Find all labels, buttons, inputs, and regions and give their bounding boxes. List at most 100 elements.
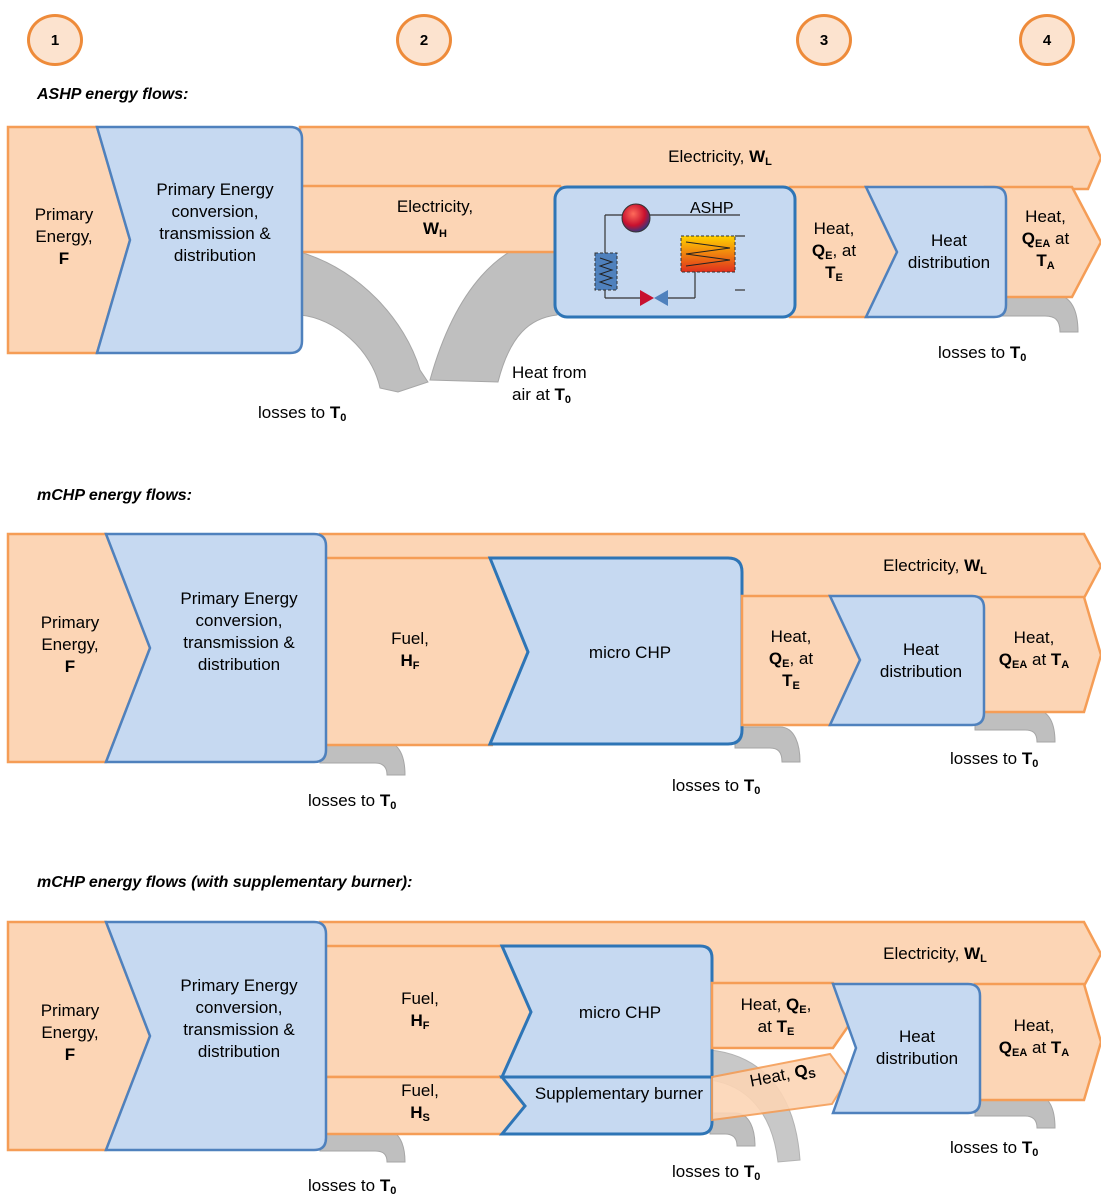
heat-subscript: EA xyxy=(1035,238,1051,250)
fuel-symbol: H xyxy=(400,651,413,670)
temp-symbol: T xyxy=(1050,1038,1062,1057)
ashp-heat-from-air-flow xyxy=(429,236,558,383)
temp-subscript: A xyxy=(1046,260,1055,272)
mchp-sb-electricity-l-label: Electricity, WL xyxy=(800,943,1070,965)
fuel-symbol: H xyxy=(410,1103,423,1122)
mchp-conversion-losses-label: losses to T0 xyxy=(308,790,396,812)
heat-suffix: , xyxy=(806,995,812,1014)
mchp-sb-device-losses-label: losses to T0 xyxy=(672,1161,760,1183)
losses-text: losses to xyxy=(258,403,326,422)
heat-text: Heat, xyxy=(1013,1016,1055,1035)
fuel-text: Fuel, xyxy=(391,629,429,648)
temp-subscript: A xyxy=(1061,1047,1070,1059)
losses-text: losses to xyxy=(950,1138,1018,1157)
heat-text: Heat, xyxy=(770,627,812,646)
ashp-distribution-box xyxy=(864,185,1008,319)
ashp-conversion-losses-label: losses to T0 xyxy=(258,402,346,424)
mchp-sb-burner-label: Supplementary burner xyxy=(534,1084,704,1103)
electricity-subscript: L xyxy=(980,953,987,965)
ashp-electricity-l-label: Electricity, WL xyxy=(560,146,880,168)
mchp-distribution-loss-flow xyxy=(974,709,1056,743)
mchp-conversion-label: Primary Energy conversion, transmission … xyxy=(180,589,298,674)
primary-energy-text: Primary Energy, xyxy=(40,613,100,654)
electricity-symbol: W xyxy=(749,147,766,166)
air-subscript: 0 xyxy=(564,394,572,406)
mchp-sb-heat-distribution-label: Heat distribution xyxy=(875,1027,959,1068)
ashp-device-label: ASHP xyxy=(690,200,734,217)
electricity-subscript: L xyxy=(980,565,987,577)
electricity-subscript: L xyxy=(765,156,772,168)
fuel-text: Fuel, xyxy=(401,1081,439,1100)
fuel-subscript: F xyxy=(422,1020,430,1032)
losses-subscript: 0 xyxy=(1032,1147,1039,1159)
stage-circle-4: 4 xyxy=(1019,14,1075,66)
ashp-electricity-h-label: Electricity, WH xyxy=(360,196,510,240)
temp-symbol: T xyxy=(782,671,793,690)
ashp-heat-distribution-label: Heat distribution xyxy=(907,231,991,272)
losses-text: losses to xyxy=(938,343,1006,362)
electricity-subscript: H xyxy=(439,228,447,240)
mchp-device-losses-label: losses to T0 xyxy=(672,775,760,797)
ashp-schematic xyxy=(594,203,745,306)
heat-suffix: at xyxy=(1027,1038,1047,1057)
losses-subscript: 0 xyxy=(754,1171,761,1183)
heat-text: Heat, xyxy=(813,219,855,238)
stage-number: 2 xyxy=(419,31,429,49)
fuel-symbol: H xyxy=(410,1011,423,1030)
mchp-device-loss-flow xyxy=(734,726,801,763)
fuel-subscript: S xyxy=(422,1112,430,1124)
temp-subscript: E xyxy=(835,272,843,284)
ashp-loss-flow xyxy=(299,251,429,393)
heat-symbol: Q xyxy=(1021,229,1036,248)
mchp-heat-ea-label: Heat, QEA at TA xyxy=(984,627,1084,671)
mchp-sb-device-label: micro CHP xyxy=(578,1003,662,1022)
temp-subscript: E xyxy=(786,1026,795,1038)
heat-suffix: , at xyxy=(832,241,857,260)
ashp-section-title: ASHP energy flows: xyxy=(37,86,189,103)
fuel-text: Fuel, xyxy=(401,989,439,1008)
mchp-distribution-losses-label: losses to T0 xyxy=(950,748,1038,770)
heat-subscript: EA xyxy=(1011,1047,1028,1059)
mchp-sb-conversion-label: Primary Energy conversion, transmission … xyxy=(180,976,298,1061)
heat-symbol: Q xyxy=(768,649,783,668)
losses-symbol: T xyxy=(1021,749,1033,768)
electricity-text: Electricity, xyxy=(668,147,745,166)
ashp-primary-energy-label: Primary Energy, F xyxy=(12,204,116,270)
losses-subscript: 0 xyxy=(1020,352,1027,364)
losses-symbol: T xyxy=(743,776,755,795)
mchp-sb-heat-e-arrow xyxy=(710,981,858,1050)
losses-subscript: 0 xyxy=(390,800,397,812)
electricity-symbol: W xyxy=(964,556,981,575)
air-symbol: T xyxy=(554,385,565,404)
ashp-heat-e-label: Heat, QE, at TE xyxy=(795,218,873,284)
heat-text: Heat, xyxy=(1025,207,1066,226)
heat-at-text: at xyxy=(757,1017,772,1036)
losses-subscript: 0 xyxy=(1032,758,1039,770)
fuel-subscript: F xyxy=(412,660,420,672)
mchp-device-box xyxy=(487,556,744,746)
temp-subscript: E xyxy=(792,680,800,692)
heat-symbol: Q xyxy=(998,650,1012,669)
electricity-text: Electricity, xyxy=(883,944,960,963)
losses-symbol: T xyxy=(329,403,341,422)
mchp-sb-heat-ea-label: Heat, QEA at TA xyxy=(984,1015,1084,1059)
electricity-text: Electricity, xyxy=(396,197,474,216)
primary-energy-symbol: F xyxy=(58,249,70,268)
mchp-conversion-box xyxy=(104,532,328,764)
temp-symbol: T xyxy=(1036,251,1047,270)
temp-symbol: T xyxy=(825,263,836,282)
mchp-sb-distribution-box xyxy=(831,982,982,1115)
losses-symbol: T xyxy=(379,791,391,810)
ashp-heat-ea-label: Heat, QEA at TA xyxy=(1008,206,1083,272)
stage-circle-1: 1 xyxy=(27,14,83,66)
primary-energy-text: Primary Energy, xyxy=(34,205,94,246)
heat-subscript: E xyxy=(825,250,833,262)
heat-symbol: Q xyxy=(998,1038,1012,1057)
mchp-sb-flow-shapes xyxy=(6,920,1101,1163)
heat-text: Heat, xyxy=(1013,628,1055,647)
heat-suffix: at xyxy=(1050,229,1070,248)
losses-symbol: T xyxy=(1009,343,1021,362)
mchp-sb-heat-e-label: Heat, QE, at TE xyxy=(712,994,840,1038)
mchp-primary-energy-label: Primary Energy, F xyxy=(16,612,124,678)
mchp-fuel-label: Fuel, HF xyxy=(370,628,450,672)
